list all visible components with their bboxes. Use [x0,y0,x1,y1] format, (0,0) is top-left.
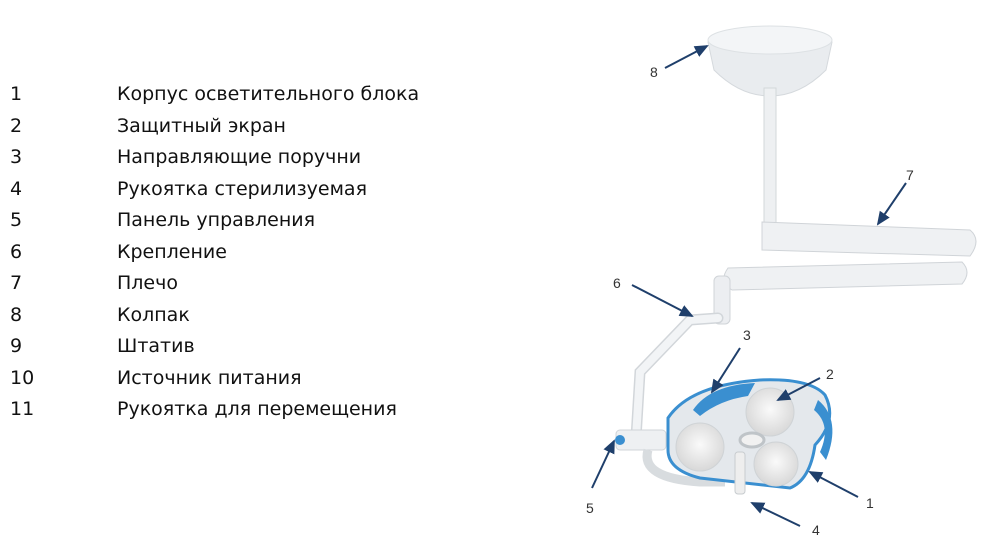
callout-5: 5 [586,500,594,516]
legend-number: 4 [10,177,23,200]
callout-7: 7 [906,167,914,183]
legend-number: 10 [10,366,35,389]
callout-2: 2 [826,366,834,382]
legend-label: Колпак [117,303,190,326]
legend-number: 8 [10,303,23,326]
legend-label: Рукоятка для перемещения [117,398,397,420]
led-module [675,422,725,472]
legend-number: 6 [10,240,23,263]
legend-label: Плечо [117,272,178,294]
legend-label: Штатив [117,335,195,357]
legend-number: 3 [10,146,23,168]
lower-arm [723,261,968,291]
legend-label: Направляющие поручни [117,146,362,168]
callout-4: 4 [812,522,820,538]
pole [763,87,777,229]
legend-number: 5 [10,209,23,231]
led-module [753,441,799,487]
handle-ring [738,431,766,449]
legend-label: Крепление [117,240,227,263]
legend-number: 2 [10,114,23,137]
legend-number: 7 [10,272,23,294]
legend-number: 1 [10,83,23,105]
legend-label: Корпус осветительного блока [117,83,420,105]
callout-1: 1 [866,495,874,511]
legend-number: 11 [10,398,35,420]
legend-label: Рукоятка стерилизуемая [117,177,368,200]
guide-rail [693,383,755,416]
sterile-handle [734,451,746,495]
upper-arm [761,221,977,257]
legend-number: 9 [10,335,23,357]
legend-label: Защитный экран [117,114,286,137]
callout-8: 8 [650,64,658,80]
legend-label: Источник питания [117,366,302,389]
callout-6: 6 [613,275,621,291]
legend-label: Панель управления [117,209,316,231]
callout-3: 3 [743,327,751,343]
callout-arrows [591,45,907,527]
